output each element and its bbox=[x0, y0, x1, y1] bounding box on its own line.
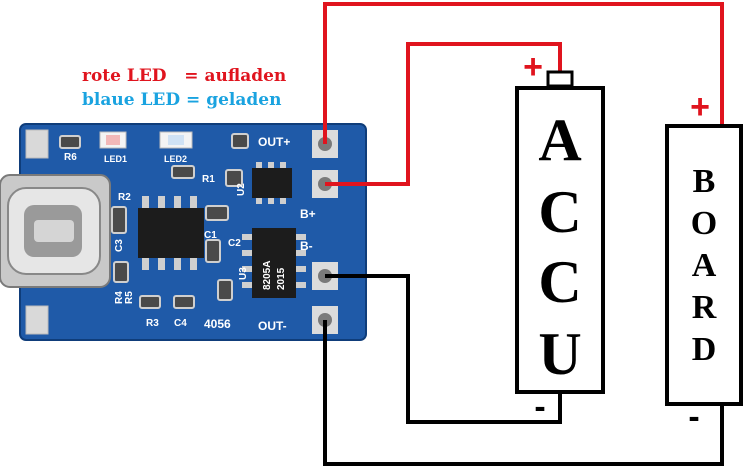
accu-letter-4: U bbox=[538, 321, 581, 387]
accu-terminal bbox=[546, 70, 574, 88]
load-board: B O A R D + - bbox=[665, 88, 743, 436]
legend-red-led: rote LED = aufladen bbox=[82, 66, 287, 86]
accu-body bbox=[515, 86, 605, 394]
board-letter-4: R bbox=[692, 289, 717, 326]
ic-u3: 8205A 2015 bbox=[242, 228, 306, 298]
chip-marking-2: 2015 bbox=[276, 267, 287, 290]
label-led2: LED2 bbox=[164, 154, 187, 164]
wire-b-minus-to-accu-minus bbox=[325, 274, 562, 424]
label-r1: R1 bbox=[202, 174, 215, 185]
label-r5: R5 bbox=[124, 291, 135, 304]
label-r3: R3 bbox=[146, 318, 159, 329]
ic-u2 bbox=[252, 162, 292, 204]
usb-c-connector bbox=[0, 174, 111, 288]
charger-module: 8205A 2015 R6 LED1 LED2 R1 R2 R3 R4 bbox=[0, 123, 367, 341]
accu-letter-1: A bbox=[538, 107, 581, 173]
label-r6: R6 bbox=[64, 152, 77, 163]
label-led1: LED1 bbox=[104, 154, 127, 164]
accu-letter-3: C bbox=[538, 249, 581, 315]
chip-marking-1: 8205A bbox=[262, 261, 273, 290]
label-c3: C3 bbox=[114, 239, 125, 252]
board-letter-2: O bbox=[691, 205, 717, 242]
pad-label-out-plus: OUT+ bbox=[258, 135, 290, 149]
label-c4: C4 bbox=[174, 318, 187, 329]
accu-battery: A C C U + - bbox=[515, 48, 605, 426]
accu-plus-sign: + bbox=[523, 48, 543, 86]
ic-u1 bbox=[138, 196, 204, 270]
board-letter-3: A bbox=[692, 247, 717, 284]
pad-label-out-minus: OUT- bbox=[258, 319, 287, 333]
pad-label-b-minus: B- bbox=[300, 239, 313, 253]
label-r4: R4 bbox=[114, 291, 125, 304]
pad-label-b-plus: B+ bbox=[300, 207, 316, 221]
label-c2: C2 bbox=[228, 238, 241, 249]
label-r2: R2 bbox=[118, 192, 131, 203]
label-c1: C1 bbox=[204, 230, 217, 241]
model-label: 4056 bbox=[204, 317, 231, 331]
wire-b-plus-to-accu-plus bbox=[325, 42, 562, 186]
legend-blue-led: blaue LED = geladen bbox=[82, 90, 282, 110]
board-body bbox=[665, 124, 743, 406]
label-u3: U3 bbox=[238, 267, 249, 280]
label-u2: U2 bbox=[236, 183, 247, 196]
accu-minus-sign: - bbox=[534, 388, 545, 426]
board-letter-1: B bbox=[693, 163, 716, 200]
board-letter-5: D bbox=[692, 331, 717, 368]
accu-letter-2: C bbox=[538, 179, 581, 245]
board-minus-sign: - bbox=[688, 398, 699, 436]
wire-out-minus-to-board-minus bbox=[323, 320, 724, 466]
board-plus-sign: + bbox=[690, 88, 710, 126]
wire-out-plus-to-board-plus bbox=[323, 2, 724, 144]
